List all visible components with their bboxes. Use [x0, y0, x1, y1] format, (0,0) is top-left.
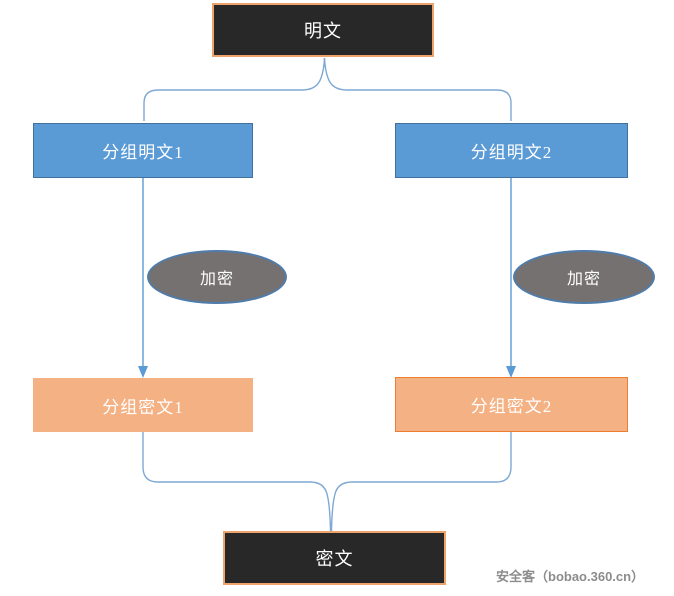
block-plaintext-2-label: 分组明文2	[470, 143, 553, 162]
encrypt-left-label: 加密	[199, 271, 234, 288]
block-plaintext-2-node: 分组明文2	[395, 123, 628, 178]
encrypt-right-label: 加密	[566, 271, 601, 288]
plaintext-node: 明文	[212, 3, 434, 57]
block-ciphertext-1-node: 分组密文1	[33, 378, 253, 432]
arrowhead-right	[506, 366, 516, 378]
ciphertext-label: 密文	[315, 549, 354, 569]
merge-brace-left-curve	[142, 432, 332, 532]
arrowhead-left	[138, 366, 148, 378]
encrypt-ellipse-right: 加密	[513, 250, 655, 304]
block-ciphertext-2-label: 分组密文2	[470, 397, 553, 416]
block-plaintext-1-node: 分组明文1	[33, 123, 253, 178]
plaintext-label: 明文	[304, 21, 342, 41]
ciphertext-node: 密文	[223, 531, 446, 585]
split-brace-right-curve	[323, 57, 512, 121]
block-plaintext-1-label: 分组明文1	[102, 143, 184, 162]
block-ciphertext-1-label: 分组密文1	[102, 397, 184, 417]
encrypt-ellipse-left: 加密	[147, 250, 287, 304]
block-ciphertext-2-node: 分组密文2	[395, 377, 628, 432]
watermark-text: 安全客（bobao.360.cn）	[496, 569, 645, 584]
merge-brace-right-curve	[330, 432, 512, 532]
split-brace-left-curve	[143, 57, 326, 121]
